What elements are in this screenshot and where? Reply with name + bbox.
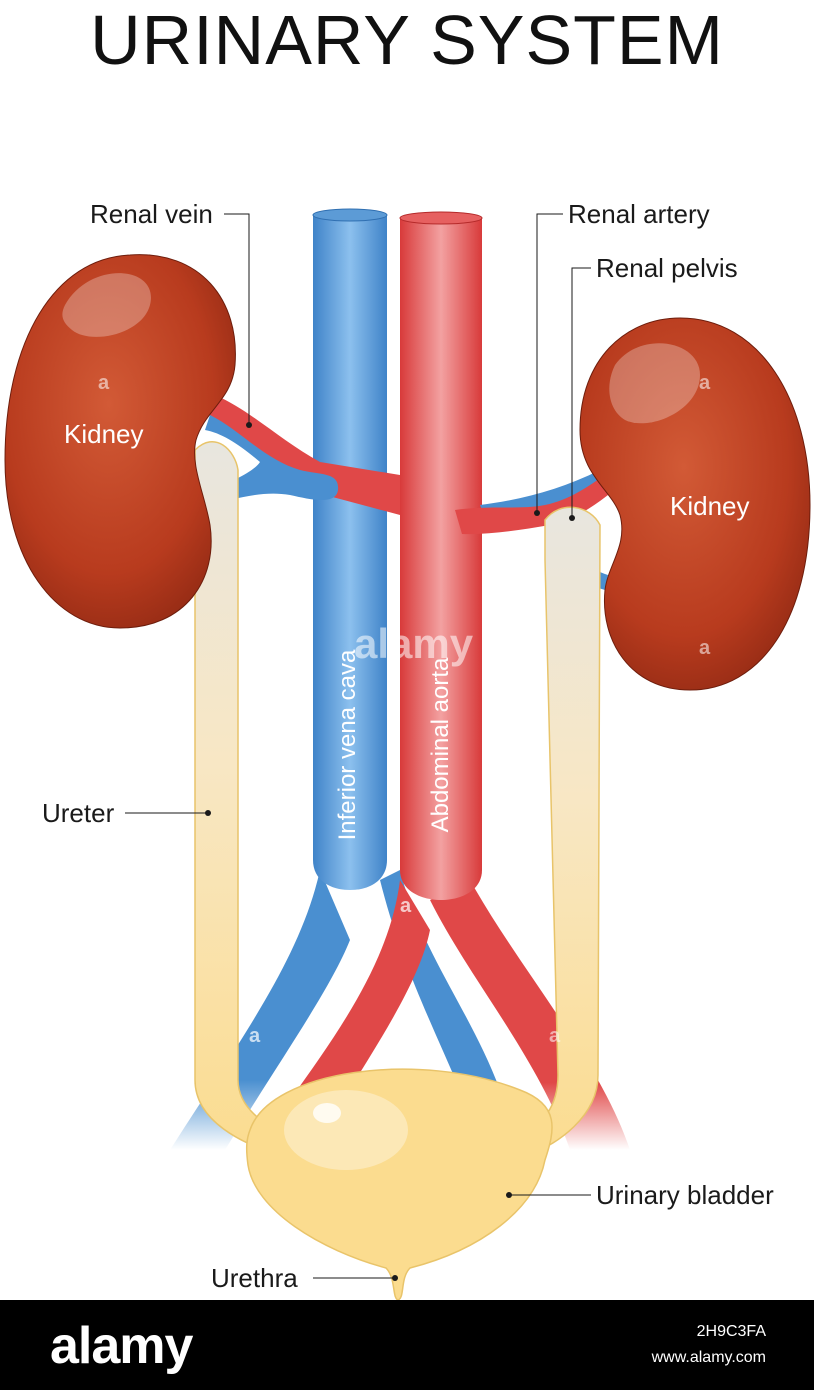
image-code: 2H9C3FA xyxy=(696,1323,766,1340)
renal-artery-label: Renal artery xyxy=(568,199,710,229)
urethra-label: Urethra xyxy=(211,1263,298,1293)
leader-dots xyxy=(205,422,575,1281)
footer-url: www.alamy.com xyxy=(651,1349,766,1366)
left-kidney-label: Kidney xyxy=(64,419,144,449)
urinary-bladder-label: Urinary bladder xyxy=(596,1180,774,1210)
left-kidney-shape xyxy=(4,254,236,629)
diagram-title: URINARY SYSTEM xyxy=(90,1,724,79)
inferior-vena-cava-vessel xyxy=(312,208,388,890)
renal-pelvis-leader xyxy=(571,267,591,518)
footer-brand-logo: alamy xyxy=(50,1317,193,1375)
watermark-symbol: a xyxy=(249,1025,261,1047)
renal-vein-label: Renal vein xyxy=(90,199,213,229)
watermark-symbol: a xyxy=(549,1025,561,1047)
urinary-bladder-shape xyxy=(245,1068,553,1300)
inferior-vena-cava-label: Inferior vena cava xyxy=(334,649,361,841)
abdominal-aorta-label: Abdominal aorta xyxy=(427,657,454,833)
right-kidney-label: Kidney xyxy=(670,491,750,521)
right-kidney-shape xyxy=(579,317,811,691)
leader-lines xyxy=(125,213,591,1279)
watermark-symbol: a xyxy=(699,637,711,659)
renal-pelvis-label: Renal pelvis xyxy=(596,253,738,283)
urinary-system-illustration xyxy=(4,208,811,1300)
ureter-label: Ureter xyxy=(42,798,115,828)
watermark-symbol: a xyxy=(400,895,412,917)
abdominal-aorta-vessel xyxy=(399,211,483,900)
footer-bar xyxy=(0,1300,814,1390)
watermark-symbol: a xyxy=(98,372,110,394)
renal-vein-leader xyxy=(224,213,250,425)
watermark-symbol: a xyxy=(699,372,711,394)
watermark-text: alamy xyxy=(354,620,474,667)
renal-artery-leader xyxy=(536,213,563,513)
